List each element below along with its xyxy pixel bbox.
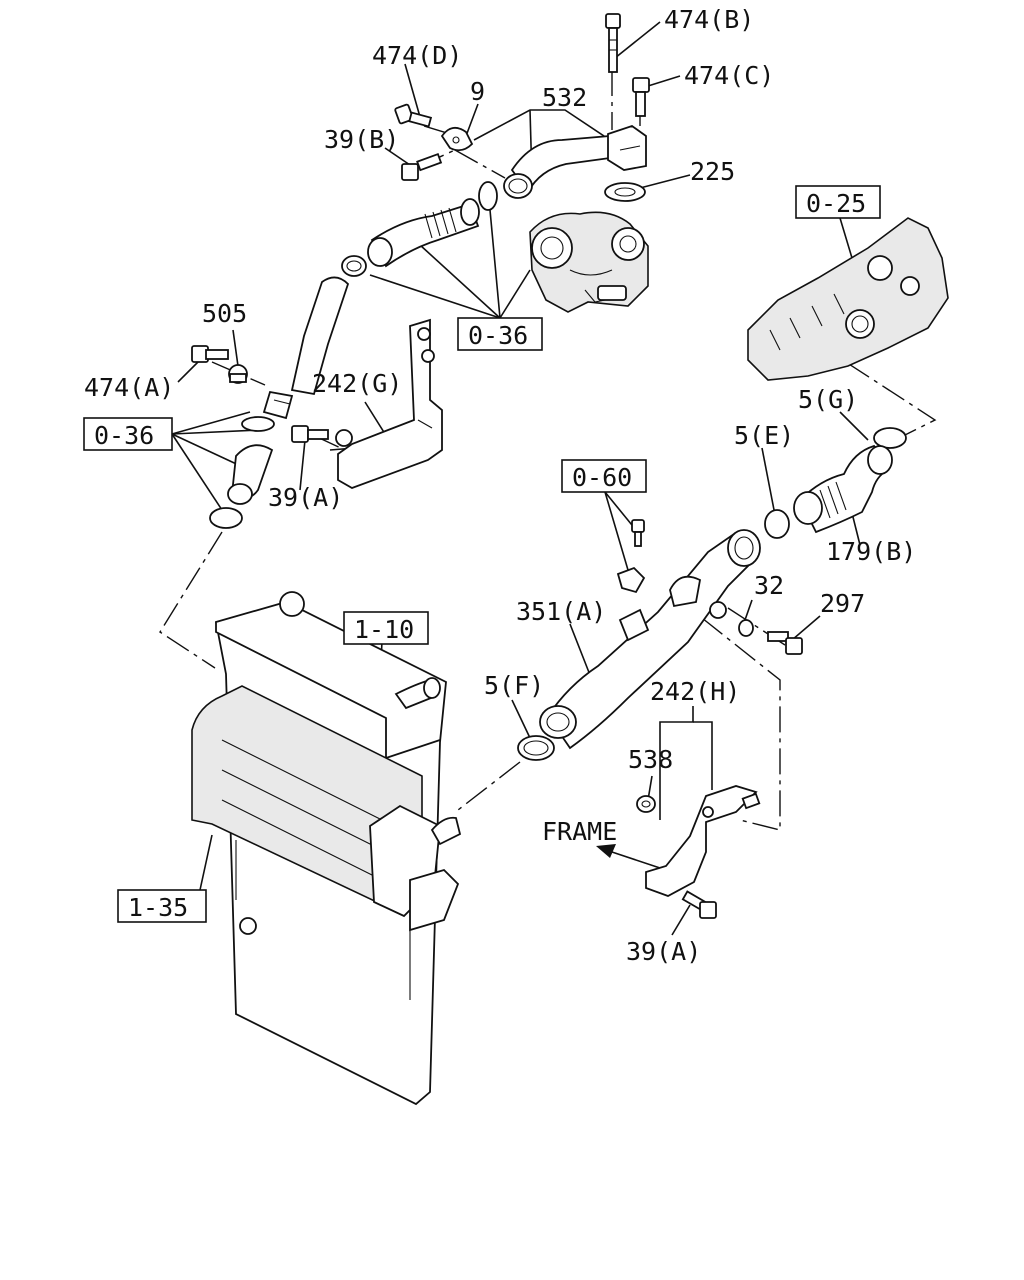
intake-manifold [747, 217, 949, 381]
nut-505 [228, 364, 248, 384]
bolt-474d [394, 103, 433, 128]
ref-box-0-25[interactable]: 0-25 [795, 185, 881, 219]
bracket-242h [645, 785, 761, 897]
ref-box-0-36-left[interactable]: 0-36 [83, 417, 173, 451]
label-474d: 474(D) [372, 41, 462, 70]
bolt-297 [767, 631, 803, 655]
label-532: 532 [542, 83, 587, 112]
label-39a-upper: 39(A) [268, 483, 343, 512]
ref-box-0-60[interactable]: 0-60 [561, 459, 647, 493]
lower-left-hose [209, 416, 275, 529]
left-curved-pipe [262, 276, 350, 420]
ref-box-1-35[interactable]: 1-35 [117, 889, 207, 923]
part-labels: 474(B) 474(D) 474(C) 9 532 39(B) 225 505… [84, 5, 916, 966]
leader-lines [171, 21, 869, 936]
ref-0-60-text: 0-60 [572, 463, 632, 492]
upper-corrugated-hose [367, 198, 480, 268]
ref-box-1-10[interactable]: 1-10 [343, 611, 429, 645]
label-474c: 474(C) [684, 61, 774, 90]
label-179b: 179(B) [826, 537, 916, 566]
label-242h: 242(H) [650, 677, 740, 706]
washer-538 [636, 795, 656, 813]
bolt-39b [401, 152, 443, 181]
hose-179b [793, 444, 893, 534]
bolt-474c [632, 77, 650, 117]
washer-32 [709, 601, 754, 637]
pipe-351a [539, 529, 761, 750]
label-297: 297 [820, 589, 865, 618]
label-5e: 5(E) [734, 421, 794, 450]
clip-0-60 [616, 519, 646, 594]
label-505: 505 [202, 299, 247, 328]
label-9: 9 [470, 77, 485, 106]
label-351a: 351(A) [516, 597, 606, 626]
ref-1-35-text: 1-35 [128, 893, 188, 922]
hose-clamps-upper [341, 181, 498, 277]
label-474a: 474(A) [84, 373, 174, 402]
pipe-532 [503, 125, 647, 199]
label-39a-lower: 39(A) [626, 937, 701, 966]
bolt-39a-lower [681, 890, 717, 919]
clamp-5g [873, 427, 907, 449]
gasket-225 [604, 182, 646, 202]
clamp-5f [517, 735, 555, 761]
ref-box-0-36-top[interactable]: 0-36 [457, 317, 543, 351]
ref-0-36-left-text: 0-36 [94, 421, 154, 450]
label-39b: 39(B) [324, 125, 399, 154]
label-5g: 5(G) [798, 385, 858, 414]
frame-direction-arrow [596, 844, 661, 869]
label-474b: 474(B) [664, 5, 754, 34]
radiator-intercooler-assembly [191, 591, 462, 1106]
clamp-5e [764, 509, 790, 539]
ref-0-36-top-text: 0-36 [468, 321, 528, 350]
ref-1-10-text: 1-10 [354, 615, 414, 644]
ref-0-25-text: 0-25 [806, 189, 866, 218]
label-32: 32 [754, 571, 784, 600]
clamp-9 [440, 126, 474, 152]
label-225: 225 [690, 157, 735, 186]
bracket-242g [335, 318, 443, 489]
label-242g: 242(G) [312, 369, 402, 398]
label-frame: FRAME [542, 817, 617, 846]
bolt-39a-upper [291, 425, 329, 443]
turbocharger [529, 211, 649, 313]
label-538: 538 [628, 745, 673, 774]
label-5f: 5(F) [484, 671, 544, 700]
bolt-474a [191, 345, 229, 363]
bolt-474b [605, 13, 621, 73]
